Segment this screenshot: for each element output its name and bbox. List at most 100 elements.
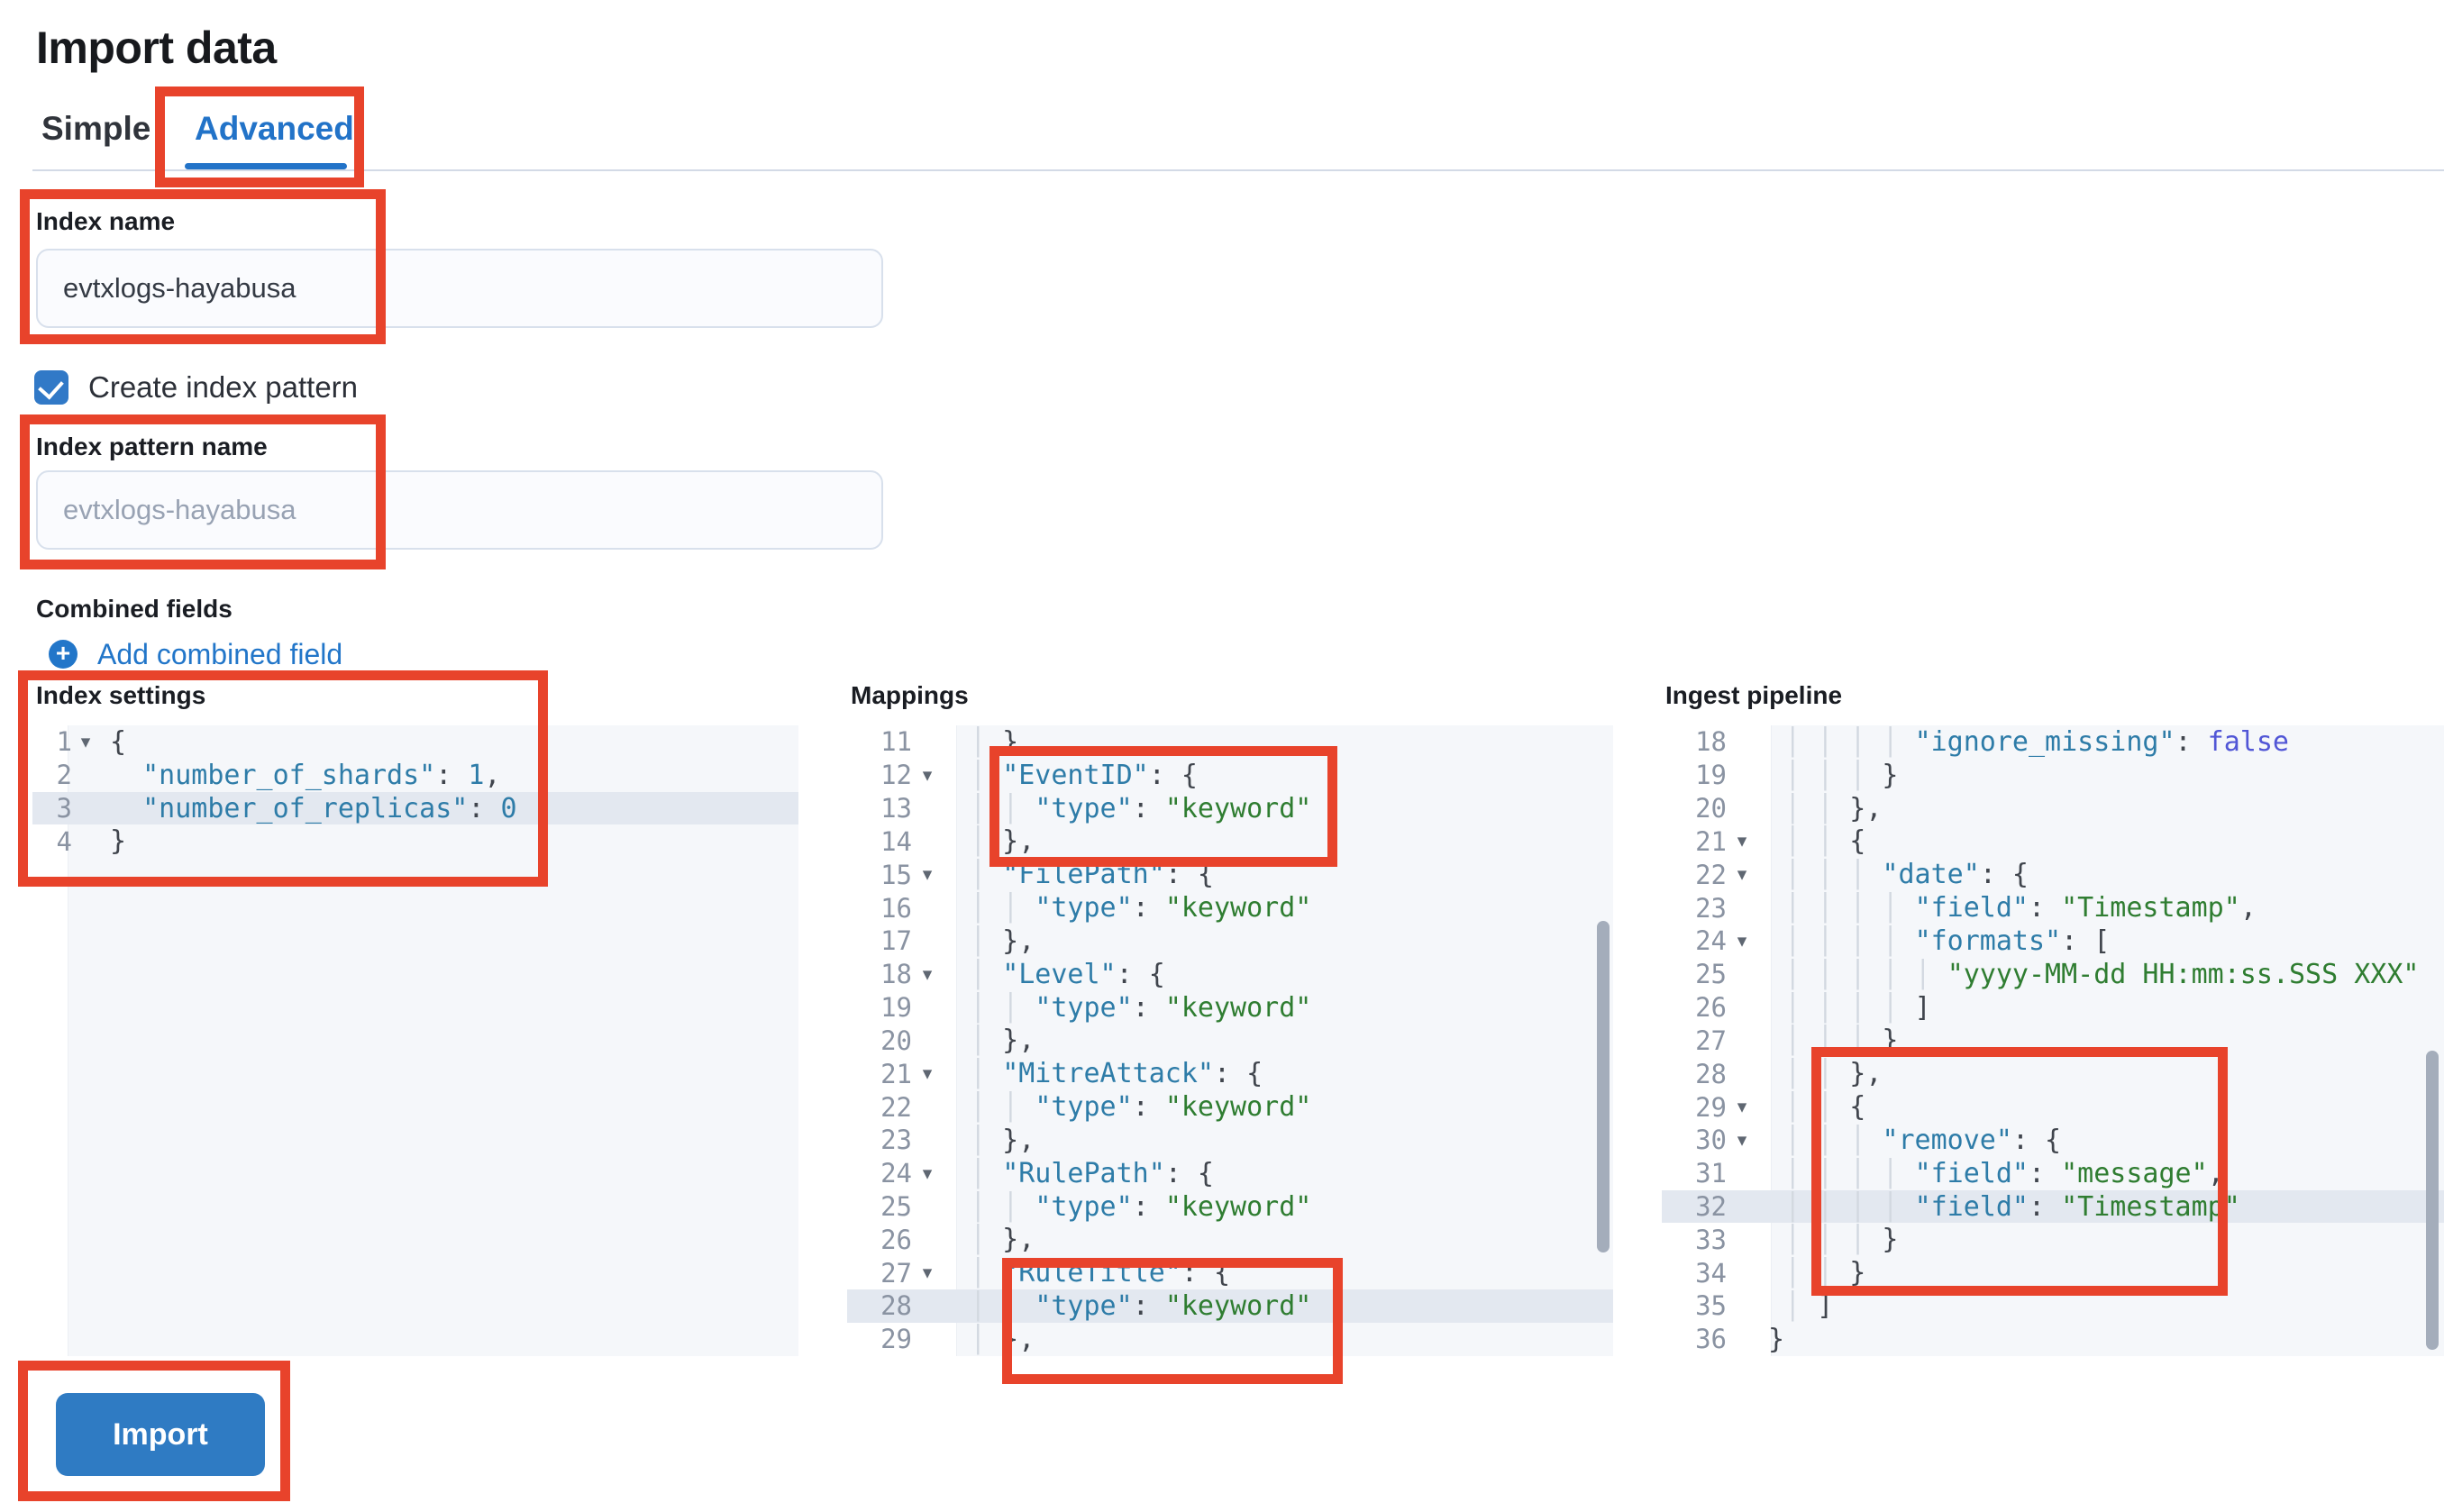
line-number: 25 <box>880 1191 912 1222</box>
code-line-29[interactable]: 29 │ }, <box>847 1323 1613 1356</box>
combined-fields-label: Combined fields <box>36 595 233 623</box>
editor-content-bg <box>1772 725 2444 1356</box>
code-line-28[interactable]: 28 │ │ }, <box>1662 1057 2444 1090</box>
line-number-cell: 23 <box>1662 891 1757 925</box>
line-number: 20 <box>880 1025 912 1056</box>
index-pattern-name-input[interactable] <box>36 470 883 550</box>
code-line-25[interactable]: 25 │ │ │ │ │ "yyyy-MM-dd HH:mm:ss.SSS XX… <box>1662 958 2444 991</box>
mappings-editor[interactable]: 11 │ },12 ▾ │ "EventID": {13 │ │ "type": … <box>847 725 1613 1356</box>
fold-arrow-icon[interactable]: ▾ <box>922 1162 933 1184</box>
line-number-cell: 4 <box>32 824 99 858</box>
tab-simple[interactable]: Simple <box>41 110 151 147</box>
code-line-32[interactable]: 32 │ │ │ │ "field": "Timestamp" <box>1662 1189 2444 1224</box>
code-line-21[interactable]: 21▾ │ │ { <box>1662 824 2444 858</box>
line-number: 14 <box>880 825 912 857</box>
add-combined-field-link[interactable]: + Add combined field <box>49 638 342 670</box>
fold-arrow-icon[interactable]: ▾ <box>1737 831 1747 852</box>
line-number-cell: 34 <box>1662 1256 1757 1289</box>
index-name-input[interactable] <box>36 249 883 328</box>
code-line-12[interactable]: 12 ▾ │ "EventID": { <box>847 759 1613 792</box>
fold-arrow-icon[interactable]: ▾ <box>1737 1129 1747 1151</box>
line-number: 34 <box>1695 1257 1727 1289</box>
fold-arrow-icon[interactable]: ▾ <box>922 1063 933 1085</box>
code-line-18[interactable]: 18 │ │ │ │ "ignore_missing": false <box>1662 725 2444 759</box>
line-number: 19 <box>1695 760 1727 791</box>
line-number: 28 <box>1695 1058 1727 1089</box>
line-number-cell: 24▾ <box>1662 925 1757 958</box>
code-line-13[interactable]: 13 │ │ "type": "keyword" <box>847 792 1613 825</box>
code-line-27[interactable]: 27▾ │ "RuleTitle": { <box>847 1256 1613 1289</box>
code-line-23[interactable]: 23 │ }, <box>847 1124 1613 1157</box>
code-line-14[interactable]: 14 │ }, <box>847 824 1613 858</box>
code-line-22[interactable]: 22▾ │ │ │ "date": { <box>1662 858 2444 891</box>
line-number: 22 <box>1695 859 1727 890</box>
line-number-cell: 18 <box>1662 725 1757 759</box>
code-line-35[interactable]: 35 │ ] <box>1662 1289 2444 1323</box>
fold-arrow-icon[interactable]: ▾ <box>922 963 933 985</box>
code-line-25[interactable]: 25 │ │ "type": "keyword" <box>847 1190 1613 1224</box>
fold-arrow-icon[interactable]: ▾ <box>1737 930 1747 952</box>
code-text: │ }, <box>970 825 1035 858</box>
fold-arrow-icon[interactable]: ▾ <box>922 764 933 786</box>
line-number: 12 <box>880 760 912 791</box>
code-line-33[interactable]: 33 │ │ │ } <box>1662 1223 2444 1256</box>
create-index-pattern-checkbox[interactable] <box>34 370 68 405</box>
fold-arrow-icon[interactable]: ▾ <box>922 1262 933 1284</box>
code-line-2[interactable]: 2 "number_of_shards": 1, <box>32 759 798 792</box>
code-line-34[interactable]: 34 │ │ } <box>1662 1256 2444 1289</box>
create-index-pattern-label: Create index pattern <box>88 370 359 404</box>
code-line-15[interactable]: 15▾ │ "FilePath": { <box>847 858 1613 891</box>
line-number: 23 <box>880 1125 912 1156</box>
code-line-23[interactable]: 23 │ │ │ │ "field": "Timestamp", <box>1662 891 2444 925</box>
mappings-scrollbar[interactable] <box>1597 921 1610 1252</box>
line-number-cell: 24▾ <box>847 1157 943 1190</box>
code-line-26[interactable]: 26 │ │ │ │ ] <box>1662 991 2444 1025</box>
code-line-19[interactable]: 19 │ │ "type": "keyword" <box>847 991 1613 1025</box>
code-line-28[interactable]: 28 │ │ "type": "keyword" <box>847 1289 1613 1323</box>
code-line-3[interactable]: 3 "number_of_replicas": 0 <box>32 791 798 825</box>
code-line-31[interactable]: 31 │ │ │ │ "field": "message", <box>1662 1157 2444 1190</box>
fold-arrow-icon[interactable]: ▾ <box>922 864 933 886</box>
code-line-24[interactable]: 24▾ │ "RulePath": { <box>847 1157 1613 1190</box>
line-number-cell: 26 <box>1662 991 1757 1025</box>
line-number: 22 <box>880 1091 912 1123</box>
code-line-19[interactable]: 19 │ │ │ } <box>1662 759 2444 792</box>
code-line-18[interactable]: 18▾ │ "Level": { <box>847 958 1613 991</box>
code-line-17[interactable]: 17 │ }, <box>847 925 1613 958</box>
ingest-pipeline-scrollbar[interactable] <box>2426 1051 2439 1350</box>
code-text: │ "EventID": { <box>970 759 1198 791</box>
code-text: │ "MitreAttack": { <box>970 1058 1263 1090</box>
code-text: │ │ "type": "keyword" <box>970 1289 1312 1322</box>
code-line-16[interactable]: 16 │ │ "type": "keyword" <box>847 891 1613 925</box>
code-line-11[interactable]: 11 │ }, <box>847 725 1613 759</box>
index-settings-editor[interactable]: 1▾{2 "number_of_shards": 1,3 "number_of_… <box>32 725 798 1356</box>
code-line-30[interactable]: 30▾ │ │ │ "remove": { <box>1662 1124 2444 1157</box>
fold-arrow-icon[interactable]: ▾ <box>1737 1097 1747 1118</box>
code-line-26[interactable]: 26 │ }, <box>847 1223 1613 1256</box>
code-line-24[interactable]: 24▾ │ │ │ │ "formats": [ <box>1662 925 2444 958</box>
fold-arrow-icon[interactable]: ▾ <box>80 731 91 752</box>
code-text: │ │ │ │ "field": "Timestamp" <box>1784 1190 2240 1223</box>
line-number: 3 <box>56 793 72 824</box>
code-text: │ "RulePath": { <box>970 1157 1214 1189</box>
fold-arrow-icon[interactable]: ▾ <box>1737 864 1747 886</box>
code-line-21[interactable]: 21▾ │ "MitreAttack": { <box>847 1057 1613 1090</box>
code-text: │ │ │ │ "formats": [ <box>1784 925 2111 957</box>
code-line-29[interactable]: 29▾ │ │ { <box>1662 1090 2444 1124</box>
line-number: 19 <box>880 992 912 1024</box>
code-text: │ │ "type": "keyword" <box>970 1091 1312 1124</box>
code-line-20[interactable]: 20 │ }, <box>847 1024 1613 1057</box>
line-number: 17 <box>880 925 912 957</box>
editor-gutter <box>32 725 68 1356</box>
line-number-cell: 18▾ <box>847 958 943 991</box>
code-line-20[interactable]: 20 │ │ }, <box>1662 792 2444 825</box>
code-line-4[interactable]: 4} <box>32 824 798 858</box>
code-line-22[interactable]: 22 │ │ "type": "keyword" <box>847 1090 1613 1124</box>
line-number: 30 <box>1695 1125 1727 1156</box>
tab-advanced[interactable]: Advanced <box>195 110 354 147</box>
code-line-36[interactable]: 36} <box>1662 1323 2444 1356</box>
code-line-27[interactable]: 27 │ │ │ } <box>1662 1024 2444 1057</box>
code-line-1[interactable]: 1▾{ <box>32 725 798 759</box>
import-button[interactable]: Import <box>56 1393 265 1476</box>
